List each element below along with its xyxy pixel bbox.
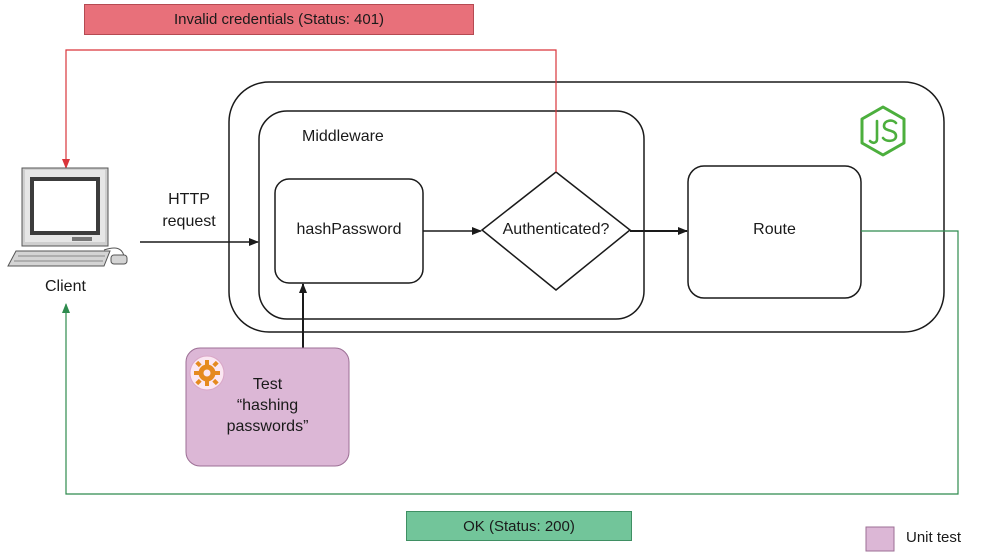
error-banner-text: Invalid credentials (Status: 401) [173,11,385,28]
client-label: Client [45,278,86,295]
authenticated-label: Authenticated? [502,221,610,238]
http-request-label-line2: request [162,213,216,230]
hash-password-label: hashPassword [296,221,402,238]
legend-swatch [865,526,895,552]
ok-banner: OK (Status: 200) [406,511,632,541]
computer-icon [7,167,128,267]
ok-response-path [62,230,959,495]
http-request-label-line1: HTTP [168,191,210,208]
error-response-path [62,49,557,172]
route-box [687,165,862,299]
authenticated-diamond [480,171,632,291]
legend-unit-test-label: Unit test [906,529,962,546]
middleware-label: Middleware [302,128,384,145]
gear-icon [189,355,225,391]
http-request-label: HTTP request [144,189,234,233]
test-label: Test “hashing passwords” [186,374,349,437]
nodejs-icon [860,105,906,157]
test-label-line2: “hashing [236,397,299,414]
ok-banner-text: OK (Status: 200) [463,517,575,535]
test-box [185,347,350,467]
error-banner: Invalid credentials (Status: 401) [84,4,474,35]
test-label-line1: Test [252,376,283,393]
test-label-line3: passwords” [226,418,309,435]
route-label: Route [753,221,796,238]
